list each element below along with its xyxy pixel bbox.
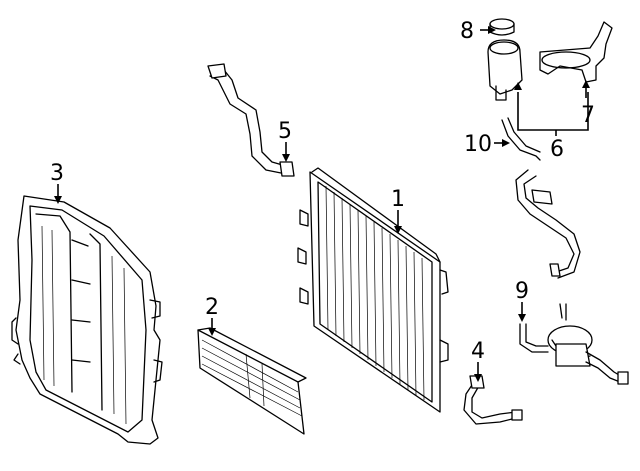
part-1-radiator xyxy=(297,167,449,413)
callout-9: 9 xyxy=(515,279,529,304)
callout-5: 5 xyxy=(278,119,292,144)
callout-3: 3 xyxy=(50,161,64,186)
part-10-hose xyxy=(501,117,581,279)
callout-4: 4 xyxy=(471,339,485,364)
leader-lines xyxy=(54,26,590,382)
callout-7: 7 xyxy=(581,103,595,128)
part-4-lower-hose xyxy=(463,375,523,425)
part-2-air-guide xyxy=(197,327,307,435)
part-8-reservoir-cap xyxy=(489,18,515,36)
callout-8: 8 xyxy=(460,19,474,44)
callout-1: 1 xyxy=(391,187,405,212)
part-3-radiator-support xyxy=(11,195,163,445)
part-5-upper-hose xyxy=(207,63,295,177)
callout-6: 6 xyxy=(550,137,564,162)
part-9-pump xyxy=(519,303,629,385)
callout-10: 10 xyxy=(464,132,492,157)
expansion-tank xyxy=(487,39,523,101)
part-7-bracket xyxy=(539,21,613,83)
callout-2: 2 xyxy=(205,295,219,320)
